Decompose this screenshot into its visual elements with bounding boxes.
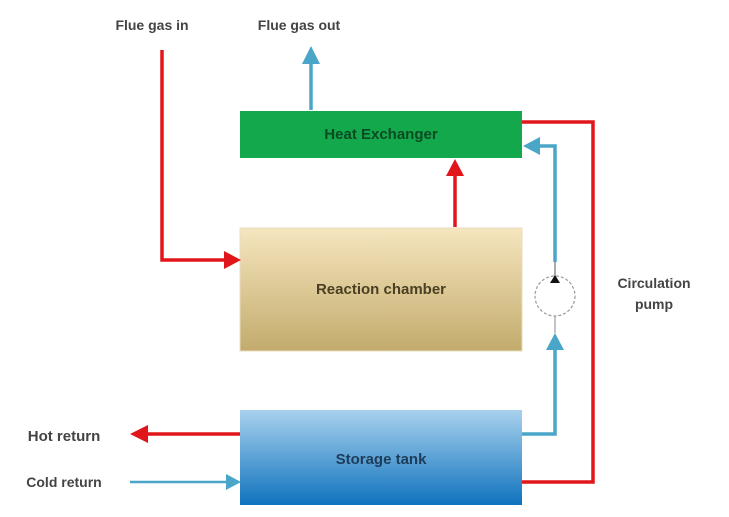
- hot-loop-flow: [522, 120, 595, 484]
- arrowhead-right-icon: [224, 251, 241, 269]
- heat-exchanger-box: [240, 111, 522, 158]
- flue-gas-in-flow: [160, 50, 241, 269]
- arrowhead-up-icon: [546, 333, 564, 350]
- arrowhead-right-icon: [226, 474, 241, 490]
- arrowhead-left-icon: [523, 137, 540, 155]
- circulation-pump-label-line2: pump: [635, 296, 673, 312]
- flue-gas-out-flow: [302, 46, 320, 110]
- flue-gas-in-label: Flue gas in: [115, 17, 188, 33]
- reaction-chamber-box: [239, 227, 523, 352]
- arrowhead-left-icon: [130, 425, 148, 443]
- cold-loop-flow: [522, 137, 564, 436]
- arrowhead-up-icon: [302, 46, 320, 64]
- flue-gas-out-label: Flue gas out: [258, 17, 341, 33]
- storage-tank-box: [240, 410, 522, 505]
- circulation-pump-icon: [534, 275, 576, 317]
- hot-return-flow: [130, 425, 240, 443]
- chamber-to-exchanger-flow: [446, 159, 464, 227]
- storage-tank-label: Storage tank: [336, 451, 428, 468]
- cold-return-label: Cold return: [26, 474, 101, 490]
- heat-exchanger-label: Heat Exchanger: [324, 126, 438, 143]
- reaction-chamber-label: Reaction chamber: [316, 281, 446, 298]
- circulation-pump-label-line1: Circulation: [617, 275, 690, 291]
- arrowhead-up-icon: [446, 159, 464, 176]
- hot-return-label: Hot return: [28, 428, 101, 445]
- cold-return-flow: [130, 474, 241, 490]
